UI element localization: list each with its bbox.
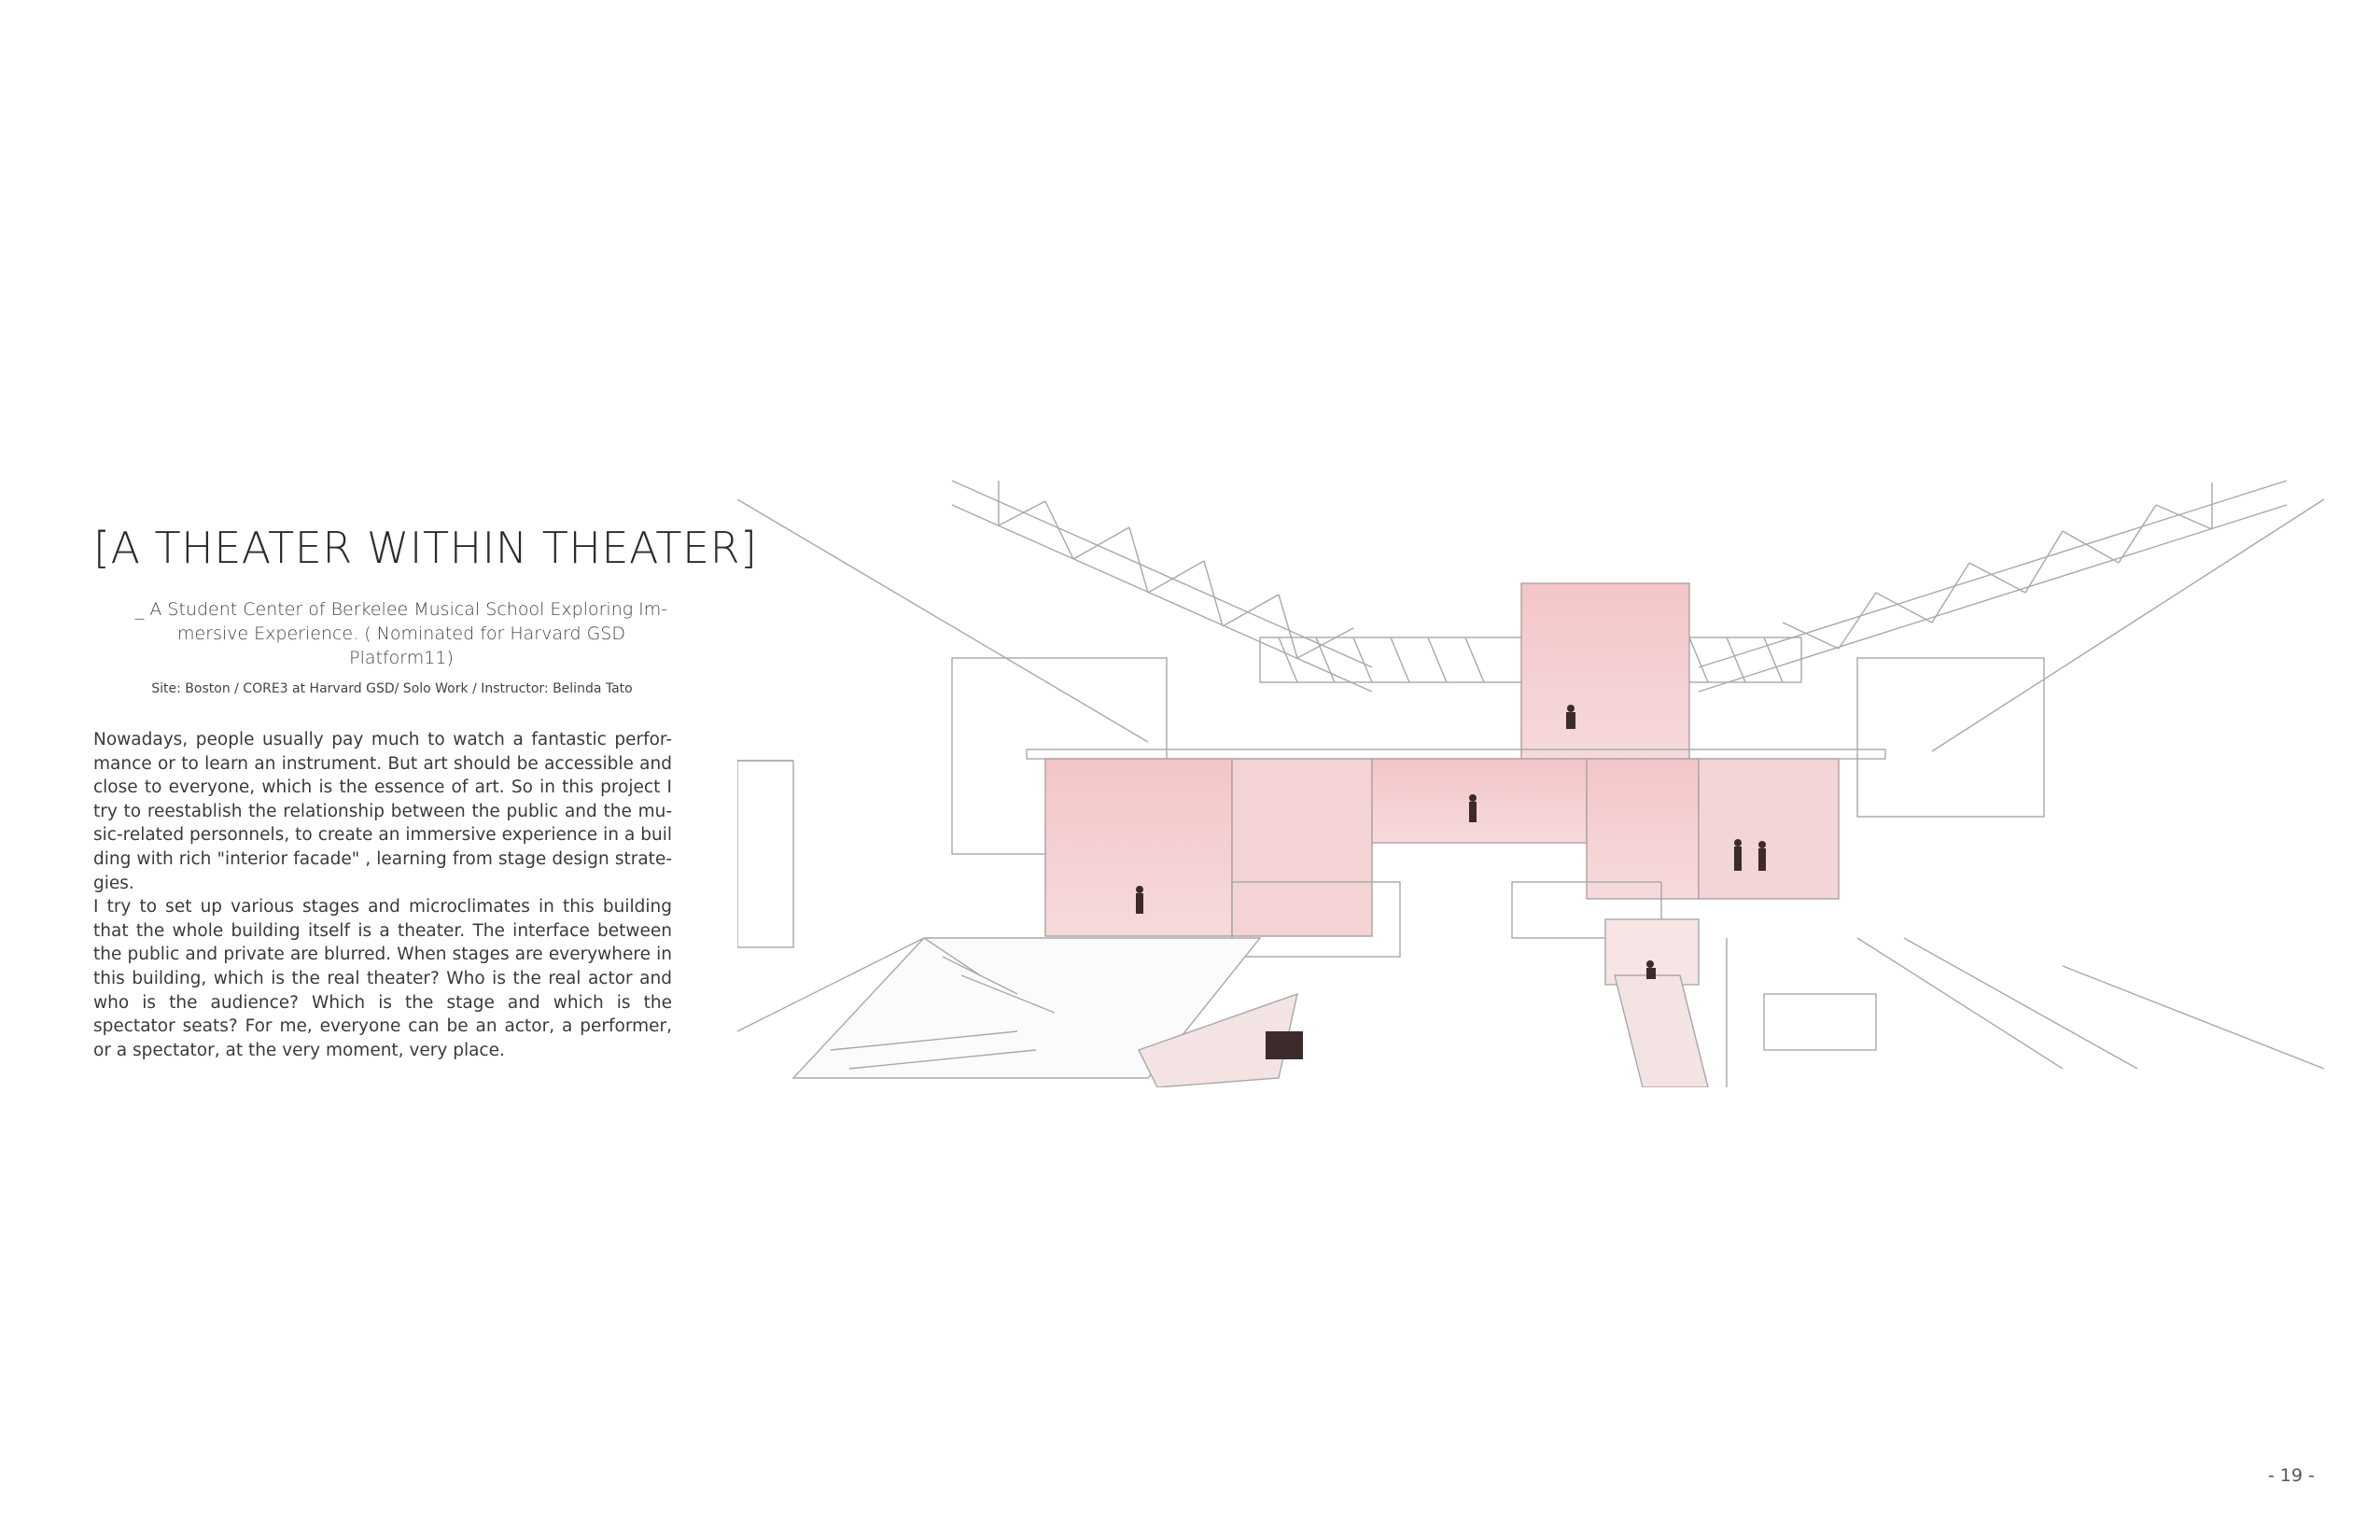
- page-title: [A THEATER WITHIN THEATER]: [93, 523, 758, 573]
- page-number: - 19 -: [2268, 1465, 2315, 1486]
- description-paragraph-1: Nowadays, people usually pay much to wat…: [93, 730, 672, 893]
- subtitle-line-2: mersive Experience. ( Nominated for Harv…: [177, 623, 625, 668]
- project-subtitle: _ A Student Center of Berkelee Musical S…: [131, 597, 672, 670]
- perspective-section-drawing: [737, 480, 2324, 1087]
- project-description: Nowadays, people usually pay much to wat…: [93, 728, 672, 1062]
- subtitle-line-1: _ A Student Center of Berkelee Musical S…: [134, 599, 668, 620]
- right-roof-truss: [1698, 480, 2288, 693]
- site-info: Site: Boston / CORE3 at Harvard GSD/ Sol…: [151, 681, 633, 696]
- performer-figures: [1136, 705, 1766, 1059]
- description-paragraph-2: I try to set up various stages and micro…: [93, 897, 672, 1060]
- left-roof-truss: [951, 480, 1373, 693]
